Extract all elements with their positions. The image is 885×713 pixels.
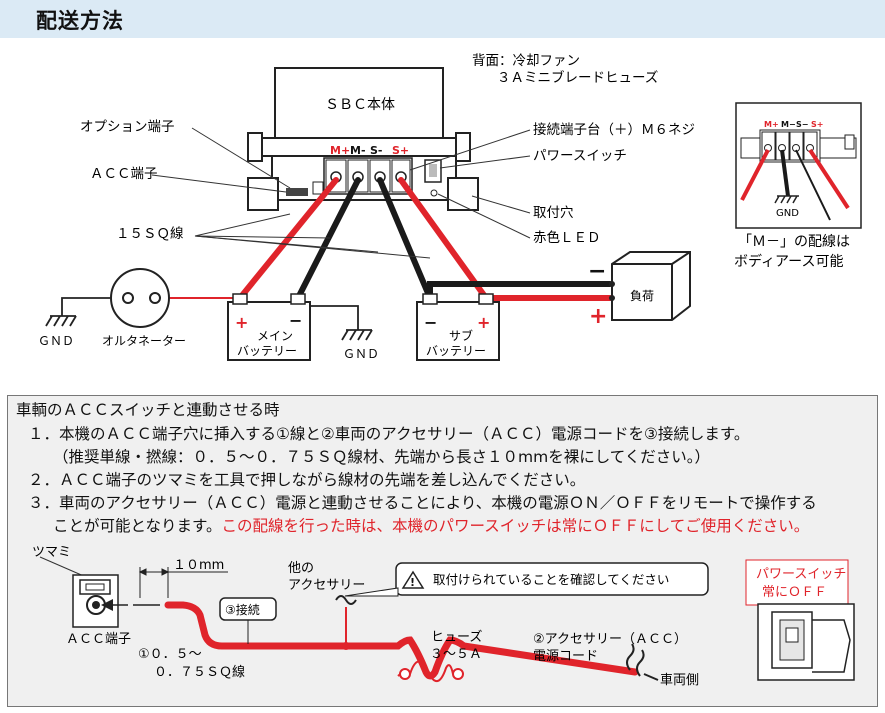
step-2: ２．ＡＣＣ端子のツマミを工具で押しながら線材の先端を差し込んでください。 [28, 471, 586, 489]
svg-text:−: − [289, 311, 302, 330]
svg-text:M+: M+ [764, 120, 779, 129]
inset-gnd-label: GND [776, 208, 799, 219]
svg-text:S+: S+ [811, 120, 823, 129]
sub-battery-label-2: バッテリー [426, 344, 486, 358]
power-switch-label: パワースイッチ [533, 148, 627, 164]
step-3-warning: この配線を行った時は、本機のパワースイッチは常にＯＦＦにしてご使用ください。 [221, 517, 810, 535]
step-3-line-1: ３．車両のアクセサリー（ＡＣＣ）電源と連動させることにより、本機の電源ＯＮ／ＯＦ… [28, 494, 817, 512]
wire-s-plus [398, 177, 489, 301]
inset-body-ground: M+ M− S− S+ [735, 102, 862, 229]
wire-m-minus [295, 177, 361, 301]
gnd-label-left: ＧＮＤ [38, 334, 74, 348]
load-box: − + [588, 251, 691, 329]
svg-text:−: − [424, 313, 437, 332]
gnd-symbol-left [45, 297, 110, 327]
fuse-label: ３Ａミニブレードヒューズ [497, 69, 658, 86]
sub-battery: − + [416, 293, 500, 361]
terminal-label-m-plus: M+ [330, 144, 350, 157]
step-1-note: （推奨単線・撚線：０．５～０．７５ＳＱ線材、先端から長さ１０mmを裸にしてくださ… [53, 448, 711, 466]
terminal-label-s-minus: S- [370, 144, 383, 157]
sub-battery-label-1: サブ [449, 328, 473, 343]
gnd-label-main: ＧＮＤ [343, 347, 379, 361]
sbc-body-label: ＳＢＣ本体 [325, 97, 395, 113]
wire-m-plus [237, 177, 339, 301]
sbc-unit [247, 67, 479, 211]
terminal-block-label: 接続端子台（＋）Ｍ６ネジ [533, 121, 695, 138]
wiring-diagram: ＳＢＣ本体 M+ M- S- S+ 背面：冷却ファン ３Ａミニブレードヒューズ … [38, 53, 862, 361]
terminal-label-m-minus: M- [350, 144, 366, 157]
red-led-label: 赤色ＬＥＤ [533, 229, 601, 246]
alternator [110, 268, 170, 328]
wire-s-minus [377, 177, 433, 301]
main-battery-label-1: メイン [257, 329, 293, 343]
option-connector [286, 188, 308, 196]
svg-text:S−: S− [796, 120, 808, 129]
svg-text:−: − [588, 259, 606, 284]
wires [167, 177, 613, 301]
alternator-label: オルタネーター [102, 334, 186, 348]
step-1: １．本機のＡＣＣ端子穴に挿入する①線と②車両のアクセサリー（ＡＣＣ）電源コードを… [28, 425, 750, 443]
step-3-line-2: ことが可能となります。 [53, 517, 222, 535]
panel-heading: 車輌のＡＣＣスイッチと連動させる時 [16, 401, 280, 419]
acc-terminal-label: ＡＣＣ端子 [90, 166, 158, 182]
svg-text:+: + [477, 313, 490, 332]
back-label: 背面：冷却ファン [472, 53, 580, 69]
acc-instructions-panel: 車輌のＡＣＣスイッチと連動させる時 １．本機のＡＣＣ端子穴に挿入する①線と②車両… [7, 395, 878, 707]
inset-caption-1: 「Ｍ－」の配線は [738, 234, 850, 250]
main-battery-label-2: バッテリー [237, 344, 297, 358]
mount-hole-label: 取付穴 [533, 205, 574, 221]
main-battery: + − [227, 293, 311, 361]
page-title: 配送方法 [36, 9, 124, 33]
option-terminal-label: オプション端子 [80, 119, 175, 135]
terminal-label-s-plus: S+ [392, 144, 409, 157]
page-header: 配送方法 [0, 0, 885, 38]
led-indicator [430, 189, 438, 197]
inset-caption-2: ボディアース可能 [734, 253, 843, 270]
wire-15sq-label: １５ＳＱ線 [116, 226, 184, 242]
load-label: 負荷 [630, 289, 654, 303]
svg-text:+: + [589, 304, 607, 329]
svg-text:M−: M− [781, 120, 796, 129]
svg-text:+: + [235, 313, 248, 332]
